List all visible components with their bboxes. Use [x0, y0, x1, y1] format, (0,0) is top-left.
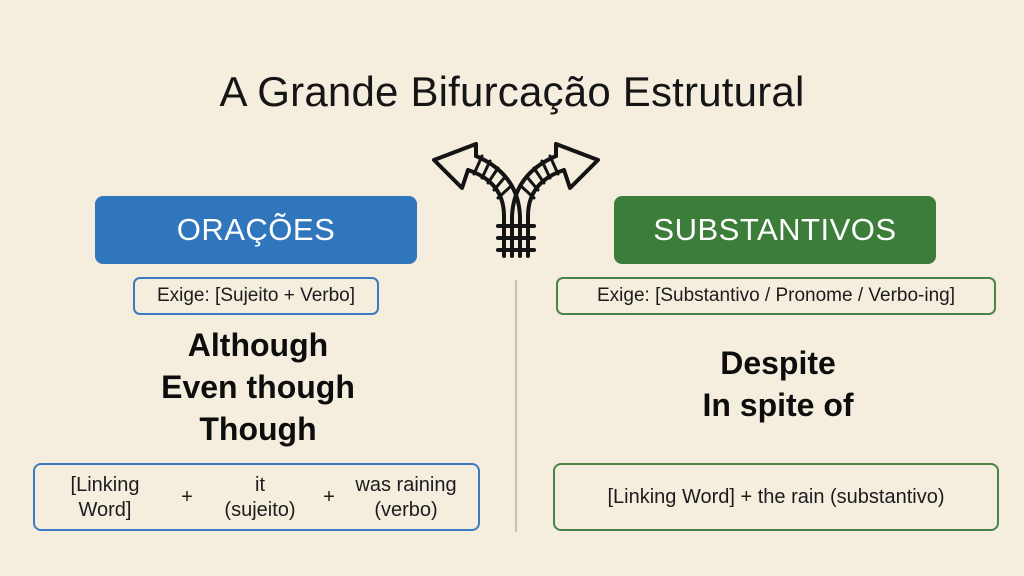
- header-substantivos: SUBSTANTIVOS: [614, 196, 936, 264]
- formula-linking-word: [Linking Word]: [55, 473, 155, 523]
- plus-sign: +: [181, 486, 193, 508]
- linking-words-substantivos: Despite In spite of: [628, 342, 928, 426]
- linking-word: Though: [199, 411, 317, 447]
- formula-text: [Linking: [70, 474, 140, 496]
- linking-word: In spite of: [702, 387, 854, 423]
- formula-text: Word]: [78, 499, 132, 521]
- formula-subject: it (sujeito): [205, 473, 315, 523]
- formula-text: (sujeito): [224, 499, 296, 521]
- railway-fork-arrows-icon: [432, 142, 600, 258]
- page-title: A Grande Bifurcação Estrutural: [219, 68, 805, 115]
- requirement-oracoes: Exige: [Sujeito + Verbo]: [133, 277, 379, 315]
- formula-oracoes: [Linking Word] + it (sujeito) + was rain…: [33, 463, 480, 531]
- formula-text: it: [255, 474, 265, 496]
- formula-substantivos: [Linking Word] + the rain (substantivo): [553, 463, 999, 531]
- header-oracoes: ORAÇÕES: [95, 196, 417, 264]
- requirement-substantivos: Exige: [Substantivo / Pronome / Verbo-in…: [556, 277, 996, 315]
- requirement-oracoes-text: Exige: [Sujeito + Verbo]: [156, 285, 356, 306]
- column-divider: [515, 280, 517, 532]
- linking-word: Even though: [161, 369, 355, 405]
- linking-word: Although: [187, 327, 329, 363]
- formula-verb: was raining (verbo): [341, 473, 471, 523]
- linking-word: Despite: [720, 345, 836, 381]
- plus-sign: +: [323, 486, 335, 508]
- formula-text: [Linking Word] + the rain (substantivo): [607, 485, 945, 508]
- requirement-substantivos-text: Exige: [Substantivo / Pronome / Verbo-in…: [596, 285, 956, 306]
- linking-words-oracoes: Although Even though Though: [108, 324, 408, 450]
- formula-text: (verbo): [374, 499, 438, 521]
- formula-text: was raining: [355, 474, 457, 496]
